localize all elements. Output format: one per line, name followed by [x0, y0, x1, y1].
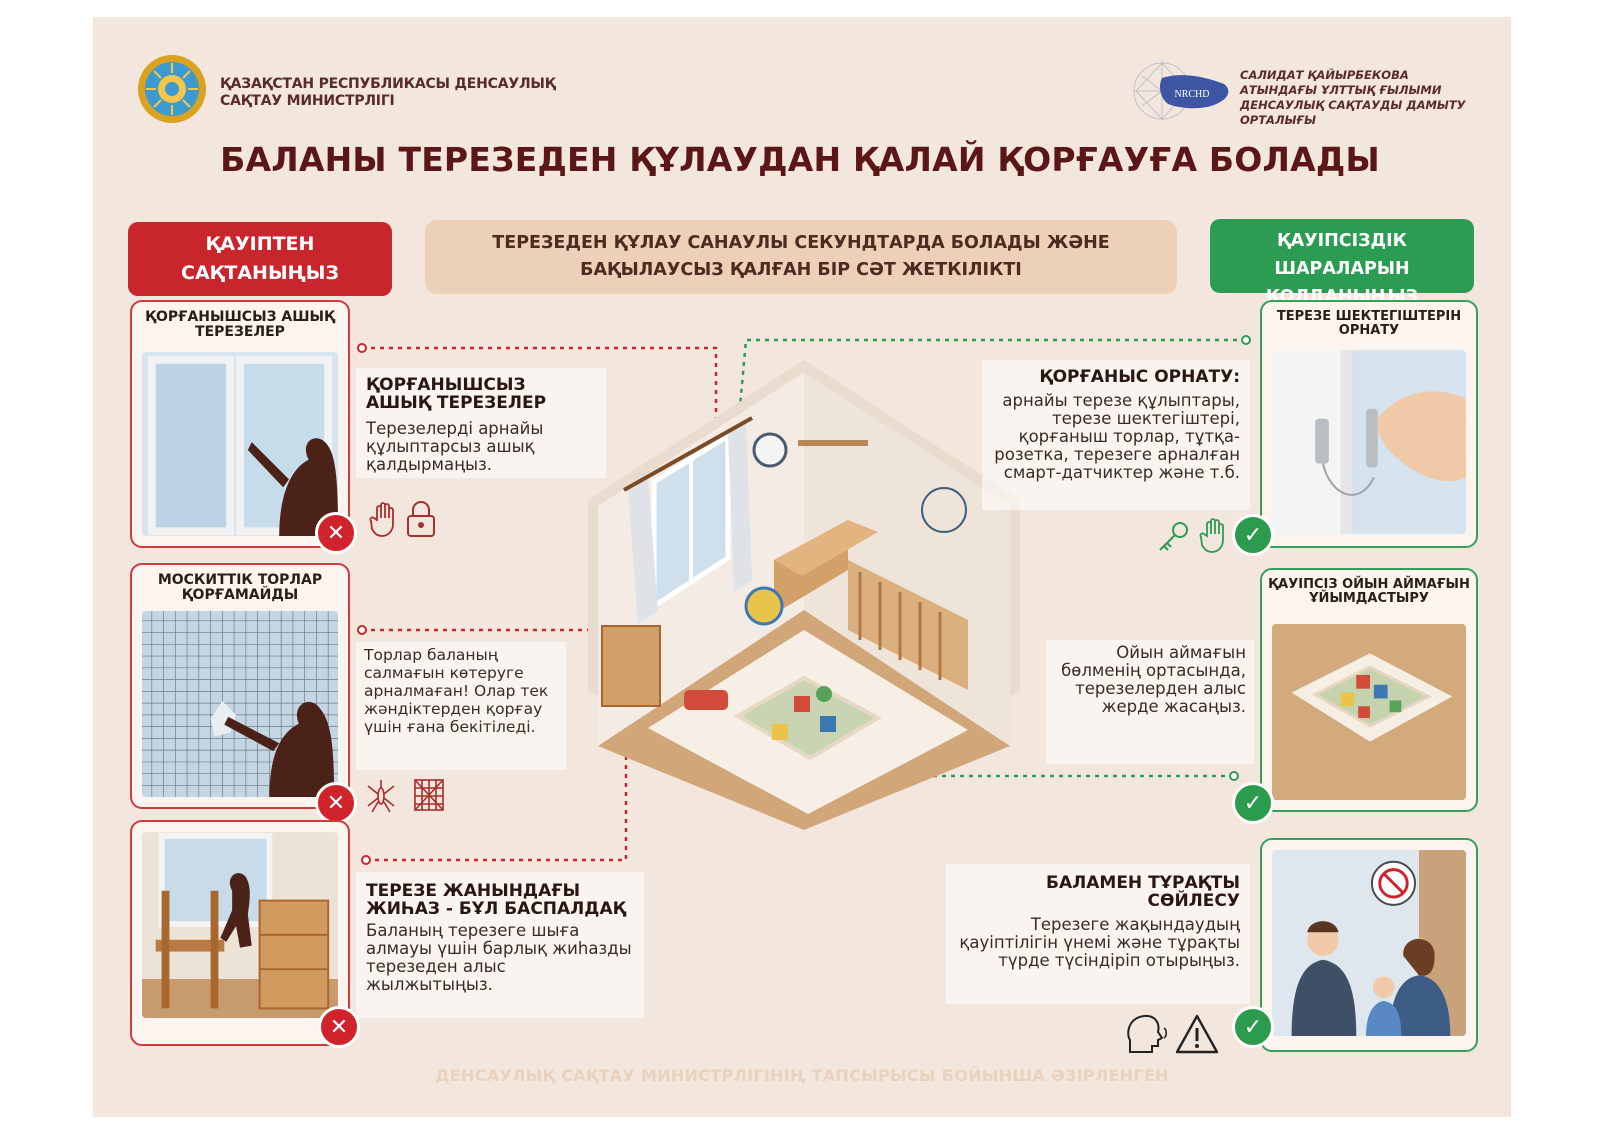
safety-banner: ҚАУІПСІЗДІК ШАРАЛАРЫН ҚОЛДАНЫҢЫЗ [1210, 219, 1474, 307]
danger-description: Баланың терезеге шыға алмауы үшін барлық… [366, 921, 632, 994]
safety-card-play-area: ҚАУІПСІЗ ОЙЫН АЙМАҒЫН ҰЙЫМДАСТЫРУ [1260, 568, 1478, 812]
page-title: БАЛАНЫ ТЕРЕЗЕДЕН ҚҰЛАУДАН ҚАЛАЙ ҚОРҒАУҒА… [220, 140, 1380, 179]
footer-note: ДЕНСАУЛЫҚ САҚТАУ МИНИСТРЛІГІНІҢ ТАПСЫРЫС… [435, 1066, 1169, 1085]
danger-card-mosquito-net: МОСКИТТІК ТОРЛАР ҚОРҒАМАЙДЫ [130, 563, 350, 809]
safety-description: Терезеге жақындаудың қауіптілігін үнемі … [959, 915, 1240, 970]
card-title: ҚОРҒАНЫШСЫЗ АШЫҚ ТЕРЕЗЕЛЕР [145, 309, 335, 340]
mosquito-icon [367, 780, 395, 813]
child-climbing-chair-illustration [142, 832, 338, 1019]
danger-text-mosquito-net: Торлар баланың салмағын көтеруге арналма… [356, 642, 566, 770]
hand-stop-icon [369, 502, 394, 537]
parents-talking-to-child-illustration [1272, 850, 1466, 1037]
safety-text-protection: ҚОРҒАНЫС ОРНАТУ: арнайы терезе құлыптары… [982, 360, 1250, 510]
speaking-head-icon [1127, 1014, 1168, 1053]
nursery-room-illustration [588, 360, 1020, 830]
card-title: ТЕРЕЗЕ ШЕКТЕГІШТЕРІН ОРНАТУ [1276, 309, 1462, 338]
warning-banner: ТЕРЕЗЕДЕН ҚҰЛАУ САНАУЛЫ СЕКУНДТАРДА БОЛА… [425, 220, 1177, 294]
warning-icon [1175, 1014, 1219, 1054]
danger-card-furniture [130, 820, 350, 1046]
window-limiter-illustration [1272, 350, 1466, 535]
nrchd-logo-text: NRCHD [1174, 89, 1209, 100]
safety-heading: БАЛАМЕН ТҰРАҚТЫ СӨЙЛЕСУ [1046, 873, 1240, 911]
check-badge: ✓ [1232, 1006, 1274, 1048]
hand-icon [1199, 518, 1224, 553]
child-at-mosquito-net-illustration [142, 611, 338, 798]
cross-badge: ✕ [318, 1006, 360, 1048]
card-title: ҚАУІПСІЗ ОЙЫН АЙМАҒЫН ҰЙЫМДАСТЫРУ [1268, 577, 1470, 606]
ministry-name: ҚАЗАҚСТАН РЕСПУБЛИКАСЫ ДЕНСАУЛЫҚ САҚТАУ … [220, 76, 556, 109]
danger-heading: ТЕРЕЗЕ ЖАНЫНДАҒЫ ЖИҺАЗ - БҰЛ БАСПАЛДАҚ [366, 881, 626, 919]
padlock-icon [407, 501, 435, 537]
safety-text-play-area: Ойын аймағын бөлменің ортасында, терезел… [1046, 640, 1254, 764]
kazakhstan-emblem-icon [138, 55, 206, 123]
safety-card-window-limiter: ТЕРЕЗЕ ШЕКТЕГІШТЕРІН ОРНАТУ [1260, 300, 1478, 548]
research-center-name: САЛИДАТ ҚАЙЫРБЕКОВА АТЫНДАҒЫ ҰЛТТЫҚ ҒЫЛЫ… [1240, 68, 1466, 127]
danger-description: Торлар баланың салмағын көтеруге арналма… [364, 646, 549, 736]
check-badge: ✓ [1232, 782, 1274, 824]
child-at-open-window-illustration [142, 352, 338, 537]
danger-banner: ҚАУІПТЕН САҚТАНЫҢЫЗ [128, 222, 392, 296]
danger-text-furniture: ТЕРЕЗЕ ЖАНЫНДАҒЫ ЖИҺАЗ - БҰЛ БАСПАЛДАҚ Б… [356, 872, 644, 1018]
danger-card-open-window: ҚОРҒАНЫШСЫЗ АШЫҚ ТЕРЕЗЕЛЕР [130, 300, 350, 548]
safety-heading: ҚОРҒАНЫС ОРНАТУ: [1039, 367, 1240, 387]
danger-text-open-window: ҚОРҒАНЫШСЫЗ АШЫҚ ТЕРЕЗЕЛЕР Терезелерді а… [356, 368, 606, 478]
danger-heading: ҚОРҒАНЫШСЫЗ АШЫҚ ТЕРЕЗЕЛЕР [366, 375, 547, 413]
safety-description: арнайы терезе құлыптары, терезе шектегіш… [994, 391, 1240, 482]
key-icon [1159, 522, 1188, 551]
danger-description: Терезелерді арнайы құлыптарсыз ашық қалд… [366, 419, 544, 474]
safety-card-talk [1260, 838, 1478, 1052]
card-title: МОСКИТТІК ТОРЛАР ҚОРҒАМАЙДЫ [157, 572, 323, 603]
nrchd-logo-icon: NRCHD [1133, 61, 1229, 121]
safety-text-talk: БАЛАМЕН ТҰРАҚТЫ СӨЙЛЕСУ Терезеге жақында… [946, 864, 1250, 1004]
check-badge: ✓ [1232, 514, 1274, 556]
cross-badge: ✕ [315, 512, 357, 554]
play-area-illustration [1272, 624, 1466, 801]
safety-description: Ойын аймағын бөлменің ортасында, терезел… [1061, 643, 1246, 716]
cross-badge: ✕ [315, 782, 357, 824]
net-icon [414, 779, 444, 811]
